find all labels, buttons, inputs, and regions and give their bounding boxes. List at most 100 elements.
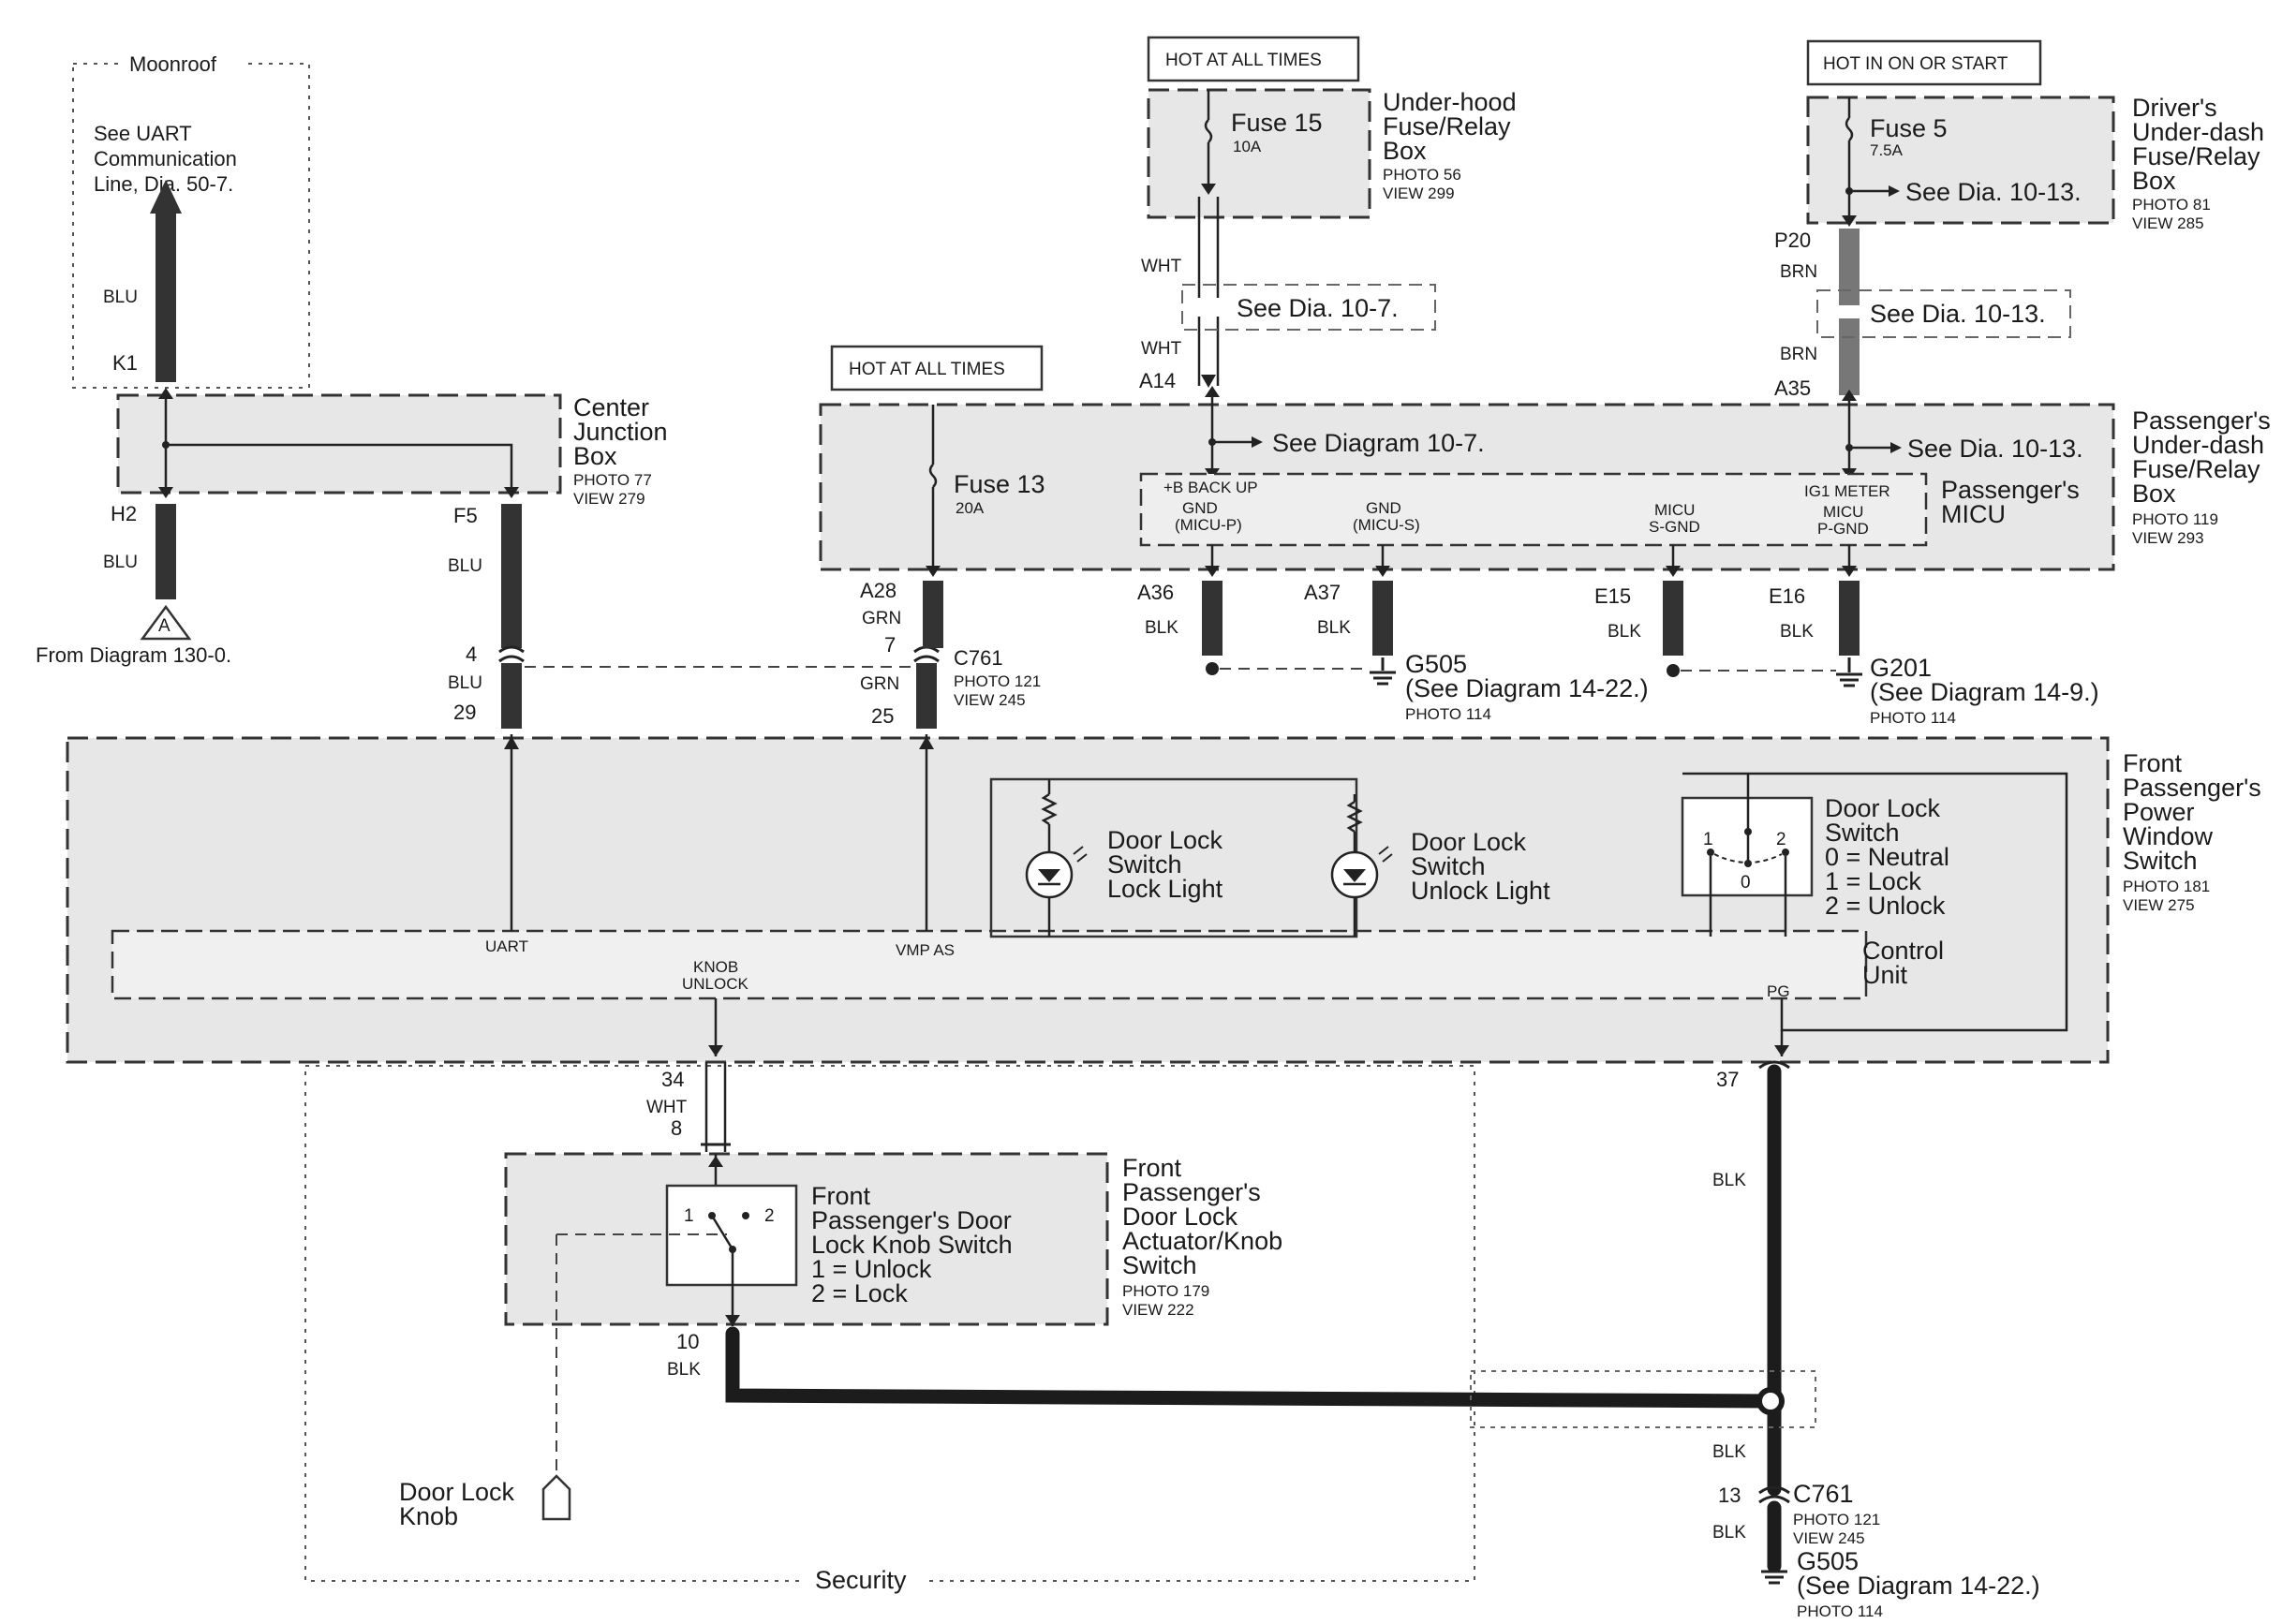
underhood-label-3: Box (1383, 137, 1427, 165)
ground-g505-bottom-icon (1761, 1570, 1787, 1585)
c761-pin-25: 25 (871, 704, 894, 728)
micu-term-sgnd-2: S-GND (1649, 518, 1700, 536)
fuse-5-label: Fuse 5 (1870, 114, 1948, 142)
term-vmp: VMP AS (896, 941, 955, 959)
drivers-see-mid: See Dia. 10-13. (1870, 300, 2046, 328)
gw-ground: G505 (1797, 1547, 1859, 1575)
cjb-wire-f5: BLU (448, 556, 482, 576)
underhood-pin: A14 (1139, 369, 1176, 392)
center-junction-block: Center Junction Box PHOTO 77 VIEW 279 H2… (36, 388, 668, 667)
knob-switch-pos-2: 2 (764, 1206, 775, 1226)
micu-box (1139, 472, 1928, 547)
drivers-label-4: Box (2132, 167, 2176, 195)
cjb-label-1: Center (573, 393, 649, 421)
fuse-5-icon (1845, 117, 1854, 141)
act-wire-blk: BLK (667, 1360, 701, 1380)
c761-top: 4 BLU 29 7 GRN 25 C761 PHOTO 121 VIEW 24… (448, 633, 1041, 729)
wire-a36: BLK (1145, 618, 1178, 638)
dls-label-1: Door Lock (1825, 794, 1941, 822)
dls-label-4: 1 = Lock (1825, 867, 1921, 895)
fuse-15-label: Fuse 15 (1231, 109, 1323, 137)
actuator-label-4: Actuator/Knob (1122, 1227, 1282, 1255)
connector-a-letter: A (158, 616, 170, 636)
passenger-label-1: Passenger's (2132, 406, 2271, 435)
gw-pin-13: 13 (1718, 1484, 1741, 1507)
wire-a28: GRN (862, 609, 901, 628)
micu-term-pgnd-2: P-GND (1817, 520, 1869, 538)
wire-a37: BLK (1317, 618, 1351, 638)
drivers-hot-box (1806, 39, 2042, 86)
underhood-wire-top: WHT (1141, 257, 1182, 276)
passenger-label-3: Fuse/Relay (2132, 455, 2260, 483)
actuator-label-2: Passenger's (1122, 1178, 1261, 1206)
g201-see: (See Diagram 14-9.) (1870, 678, 2099, 706)
drivers-wire-bottom: BRN (1780, 345, 1817, 364)
window-switch-block: Front Passenger's Power Window Switch PH… (66, 734, 2261, 1064)
cjb-pin-h2: H2 (111, 502, 137, 525)
gw-view: VIEW 245 (1793, 1529, 1865, 1547)
micu-term-backup: +B BACK UP (1163, 479, 1258, 496)
cjb-wire-h2: BLU (103, 553, 138, 572)
fuse-15-amps: 10A (1233, 138, 1262, 155)
lock-light-label-1: Door Lock (1107, 826, 1223, 854)
drivers-label-1: Driver's (2132, 94, 2217, 122)
underhood-label-2: Fuse/Relay (1383, 112, 1511, 140)
passenger-hot-label: HOT AT ALL TIMES (849, 360, 1005, 379)
underhood-view: VIEW 299 (1383, 185, 1455, 202)
c761-wire-blu: BLU (448, 673, 482, 693)
gw-pin-37: 37 (1716, 1068, 1739, 1091)
ws-label-2: Passenger's (2123, 774, 2261, 802)
passenger-see-left: See Diagram 10-7. (1272, 429, 1485, 457)
passenger-hot-box (830, 345, 1044, 391)
drivers-see: See Dia. 10-13. (1905, 178, 2082, 206)
fuse-5-amps: 7.5A (1870, 141, 1904, 159)
drivers-pin-bottom: A35 (1774, 376, 1811, 400)
c761-name: C761 (954, 646, 1003, 670)
passenger-label-4: Box (2132, 480, 2176, 508)
pin-e15: E15 (1594, 584, 1631, 608)
connector-a-icon (140, 604, 192, 641)
moonroof-block: Moonroof See UART Communication Line, Di… (72, 52, 310, 389)
window-switch-box (66, 736, 2110, 1064)
ground-splice-right (1667, 664, 1680, 677)
g505-name: G505 (1405, 650, 1467, 678)
ws-photo: PHOTO 181 (2123, 878, 2210, 895)
pin-a28: A28 (860, 579, 896, 602)
micu-term-sgnd-1: MICU (1654, 501, 1695, 519)
door-lock-knob-icon (541, 1474, 571, 1521)
gw-see: (See Diagram 14-22.) (1797, 1572, 2040, 1600)
ws-label-1: Front (2123, 749, 2183, 777)
gw-photo: PHOTO 121 (1793, 1511, 1880, 1528)
ground-wire-block: 37 BLK BLK 13 C761 PHOTO 121 VIEW 245 BL… (1470, 1060, 2040, 1620)
underhood-see: See Dia. 10-7. (1237, 294, 1399, 322)
moonroof-wire-color: BLU (103, 288, 138, 307)
pin-e16: E16 (1769, 584, 1805, 608)
underhood-box (1147, 88, 1371, 219)
drivers-label-3: Fuse/Relay (2132, 142, 2260, 170)
c761-wire-grn: GRN (860, 674, 899, 694)
underhood-label-1: Under-hood (1383, 88, 1517, 116)
underhood-photo: PHOTO 56 (1383, 166, 1461, 184)
drivers-block: HOT IN ON OR START Fuse 5 7.5A See Dia. … (1774, 39, 2264, 400)
act-pin-34: 34 (661, 1068, 684, 1091)
control-unit-box (111, 929, 1868, 1000)
dls-pos-0: 0 (1741, 873, 1751, 893)
c761-pin-7: 7 (884, 633, 896, 657)
moonroof-note-1: See UART (94, 122, 192, 145)
micu-label-1: Passenger's (1941, 476, 2080, 504)
moonroof-title: Moonroof (129, 52, 217, 76)
control-unit-label-1: Control (1862, 937, 1944, 965)
unlock-light-label-1: Door Lock (1411, 828, 1527, 856)
ground-splice (1756, 1387, 1785, 1415)
dls-label-5: 2 = Unlock (1825, 892, 1946, 920)
up-arrow-icon (150, 180, 182, 214)
micu-term-gndp-1: GND (1182, 499, 1218, 517)
passenger-label-2: Under-dash (2132, 431, 2264, 459)
gw-wire-1: BLK (1712, 1171, 1746, 1190)
micu-term-gndp-2: (MICU-P) (1175, 516, 1242, 534)
security-label: Security (815, 1566, 907, 1594)
c761-pin-4: 4 (466, 642, 477, 666)
fuse-15-icon (1204, 119, 1213, 143)
knob-switch-label-2: Passenger's Door (811, 1206, 1012, 1234)
actuator-label-5: Switch (1122, 1251, 1197, 1279)
